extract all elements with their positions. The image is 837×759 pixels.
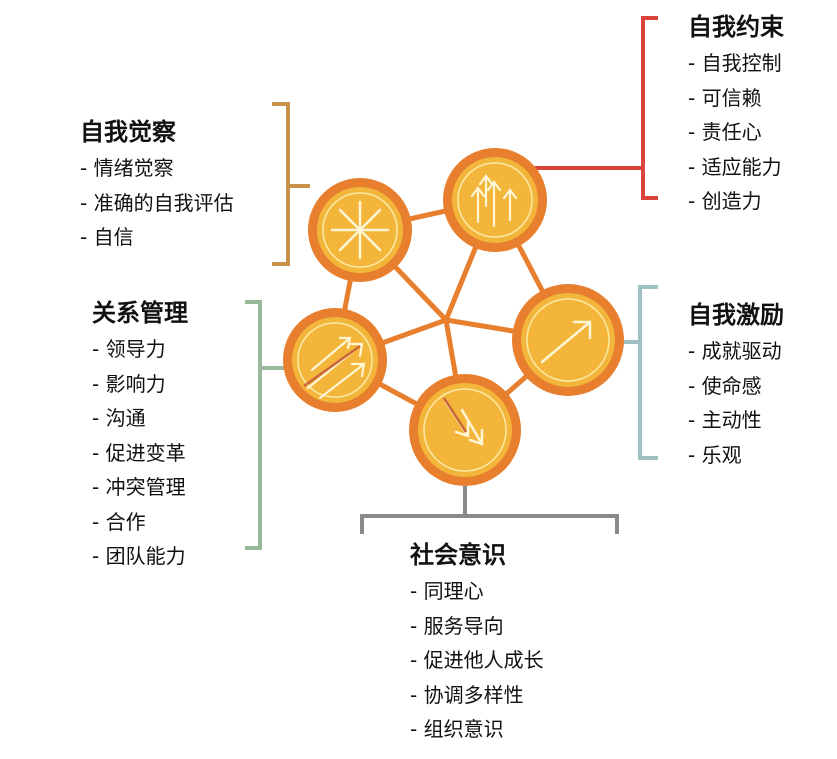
- item-list: - 自我控制 - 可信赖 - 责任心 - 适应能力 - 创造力: [688, 46, 784, 219]
- list-item: - 冲突管理: [92, 475, 186, 499]
- list-item: - 同理心: [410, 579, 484, 603]
- list-item: - 领导力: [92, 337, 166, 361]
- list-item: - 准确的自我评估: [80, 190, 234, 215]
- list-item: - 沟通: [92, 406, 146, 430]
- group-self-regulation: 自我约束 - 自我控制 - 可信赖 - 责任心 - 适应能力 - 创造力: [688, 12, 784, 219]
- bracket-self-awareness: [272, 102, 310, 266]
- group-title: 关系管理: [92, 299, 188, 327]
- list-item: - 合作: [92, 509, 146, 534]
- node-motivation: [512, 284, 624, 396]
- group-relationship-management: 关系管理 - 领导力 - 影响力 - 沟通 - 促进变革 - 冲突管理 - 合作…: [92, 298, 188, 574]
- list-item: - 适应能力: [688, 154, 782, 179]
- group-self-awareness: 自我觉察 - 情绪觉察 - 准确的自我评估 - 自信: [80, 117, 234, 255]
- list-item: - 服务导向: [410, 613, 504, 638]
- social-arrow-accent: [442, 397, 468, 433]
- list-item: - 自我控制: [688, 51, 782, 75]
- list-item: - 主动性: [688, 408, 762, 432]
- group-title: 自我激励: [688, 301, 784, 329]
- list-item: - 乐观: [688, 442, 742, 467]
- list-item: - 成就驱动: [688, 339, 782, 363]
- list-item: - 责任心: [688, 120, 762, 144]
- list-item: - 组织意识: [410, 717, 504, 741]
- item-list: - 同理心 - 服务导向 - 促进他人成长 - 协调多样性 - 组织意识: [410, 574, 544, 747]
- starburst-icon: [330, 200, 390, 260]
- list-item: - 促进他人成长: [410, 648, 544, 672]
- group-social-awareness: 社会意识 - 同理心 - 服务导向 - 促进他人成长 - 协调多样性 - 组织意…: [410, 540, 544, 747]
- node-self-awareness: [308, 178, 412, 282]
- list-item: - 协调多样性: [410, 682, 524, 707]
- group-title: 自我觉察: [80, 118, 176, 146]
- group-title: 自我约束: [688, 13, 784, 41]
- relationship-arrow-accent: [303, 344, 361, 388]
- bracket-relationship: [245, 300, 288, 550]
- list-item: - 使命感: [688, 373, 762, 398]
- list-item: - 促进变革: [92, 440, 186, 465]
- list-item: - 影响力: [92, 371, 166, 396]
- list-item: - 情绪觉察: [80, 156, 174, 180]
- bracket-self-regulation: [535, 16, 658, 200]
- node-self-regulation: [443, 148, 547, 252]
- list-item: - 可信赖: [688, 85, 762, 110]
- node-social: [409, 374, 521, 486]
- bracket-motivation: [618, 285, 658, 460]
- list-item: - 团队能力: [92, 544, 186, 568]
- group-title: 社会意识: [410, 541, 506, 569]
- item-list: - 成就驱动 - 使命感 - 主动性 - 乐观: [688, 334, 784, 472]
- node-relationship: [283, 308, 387, 412]
- diagonal-arrow-icon: [540, 320, 592, 364]
- item-list: - 情绪觉察 - 准确的自我评估 - 自信: [80, 151, 234, 255]
- up-arrows-icon: [470, 174, 518, 228]
- item-list: - 领导力 - 影响力 - 沟通 - 促进变革 - 冲突管理 - 合作 - 团队…: [92, 332, 188, 574]
- group-self-motivation: 自我激励 - 成就驱动 - 使命感 - 主动性 - 乐观: [688, 300, 784, 472]
- list-item: - 创造力: [688, 189, 762, 213]
- bracket-social: [360, 486, 619, 534]
- list-item: - 自信: [80, 225, 134, 249]
